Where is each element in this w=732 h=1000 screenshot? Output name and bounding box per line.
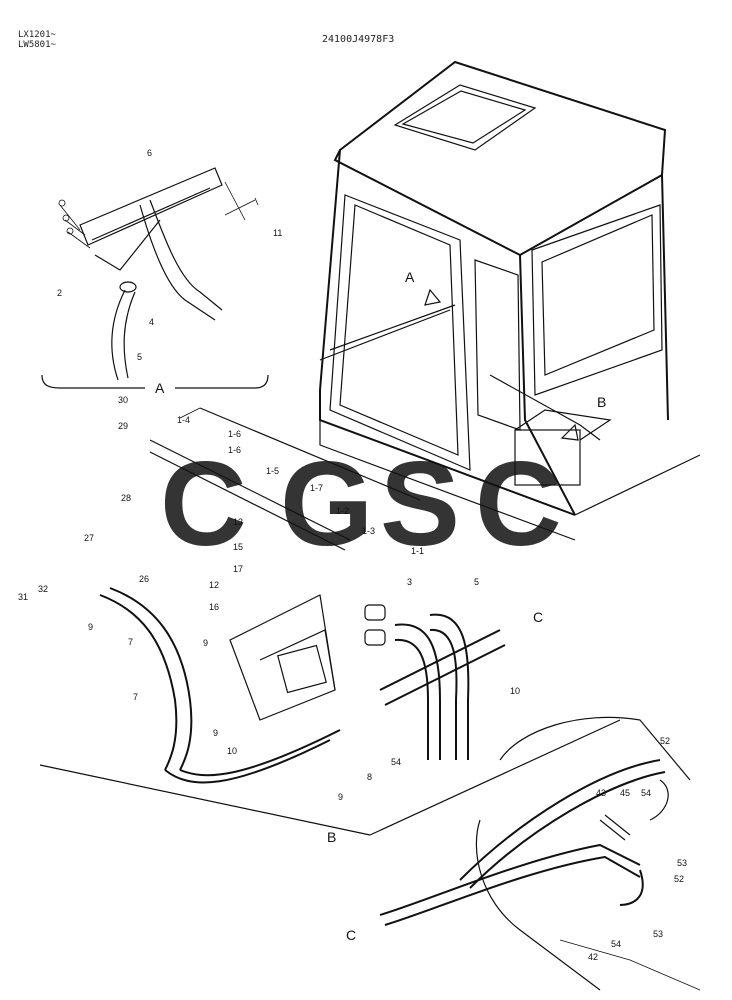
watermark: C G S C <box>160 437 562 571</box>
watermark-letter: S <box>380 437 460 571</box>
model-range-2: LW5801~ <box>18 40 56 50</box>
callout-1-3: 1-3 <box>362 526 375 536</box>
callout-10-b: 10 <box>510 686 520 696</box>
callout-31: 31 <box>18 592 28 602</box>
callout-5-a: 5 <box>137 352 142 362</box>
callout-26: 26 <box>139 574 149 584</box>
callout-labels: 6 11 2 4 5 30 29 1-4 1-6 1-6 1-5 1-7 1-2… <box>18 148 687 962</box>
callout-12: 12 <box>209 580 219 590</box>
callout-53-a: 53 <box>677 858 687 868</box>
view-label-a: A <box>155 380 165 396</box>
callout-54-c: 54 <box>611 939 621 949</box>
callout-1-6-b: 1-6 <box>228 445 241 455</box>
callout-52-a: 52 <box>660 736 670 746</box>
callout-1-7: 1-7 <box>310 483 323 493</box>
callout-54-b: 54 <box>641 788 651 798</box>
callout-28: 28 <box>121 493 131 503</box>
callout-17: 17 <box>233 564 243 574</box>
detail-a-group <box>41 167 269 389</box>
view-label-a-arrow: A <box>405 269 415 285</box>
view-label-b-arrow: B <box>597 394 606 410</box>
callout-42: 42 <box>588 952 598 962</box>
callout-1-1: 1-1 <box>411 546 424 556</box>
callout-32: 32 <box>38 584 48 594</box>
callout-10-a: 10 <box>227 746 237 756</box>
callout-29: 29 <box>118 421 128 431</box>
callout-1-2: 1-2 <box>336 506 349 516</box>
view-label-b: B <box>327 829 336 845</box>
callout-7-b: 7 <box>133 692 138 702</box>
callout-6: 6 <box>147 148 152 158</box>
watermark-letter: C <box>475 437 562 571</box>
callout-2: 2 <box>57 288 62 298</box>
callout-52-b: 52 <box>674 874 684 884</box>
heater-lines-group <box>39 407 621 836</box>
callout-27: 27 <box>84 533 94 543</box>
callout-5-b: 5 <box>474 577 479 587</box>
callout-3: 3 <box>407 577 412 587</box>
callout-9-b: 9 <box>203 638 208 648</box>
callout-45: 45 <box>620 788 630 798</box>
callout-1-6: 1-6 <box>228 429 241 439</box>
watermark-letter: C <box>160 437 247 571</box>
callout-43: 43 <box>596 788 606 798</box>
callout-15: 15 <box>233 542 243 552</box>
callout-9-c: 9 <box>213 728 218 738</box>
operator-cab-group <box>319 60 701 541</box>
callout-9-a: 9 <box>88 622 93 632</box>
callout-30: 30 <box>118 395 128 405</box>
callout-9-d: 9 <box>338 792 343 802</box>
callout-1-4: 1-4 <box>177 415 190 425</box>
callout-7-a: 7 <box>128 637 133 647</box>
engine-pipes-group <box>379 716 701 991</box>
callout-16: 16 <box>209 602 219 612</box>
model-range-1: LX1201~ <box>18 30 56 40</box>
callout-13: 13 <box>233 517 243 527</box>
callout-8: 8 <box>367 772 372 782</box>
view-label-c: C <box>533 609 543 625</box>
view-label-c-bottom: C <box>346 927 356 943</box>
callout-11: 11 <box>273 228 282 238</box>
part-number: 24100J4978F3 <box>322 34 395 45</box>
callout-4: 4 <box>149 317 154 327</box>
watermark-letter: G <box>280 437 373 571</box>
callout-54-a: 54 <box>391 757 401 767</box>
callout-53-b: 53 <box>653 929 663 939</box>
callout-1-5: 1-5 <box>266 466 279 476</box>
